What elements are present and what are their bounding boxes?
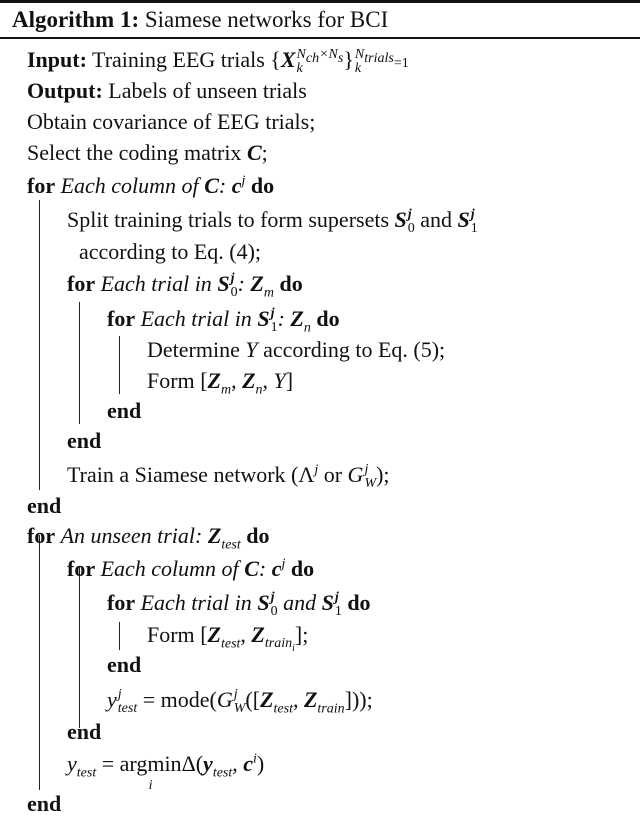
end-middle-loop-2: end: [67, 719, 102, 744]
do-keyword: do: [316, 306, 340, 331]
step-text: Split training trials to form supersets: [67, 207, 390, 232]
or-text: or: [323, 462, 343, 487]
step-text: Form: [147, 622, 195, 647]
step-text: Determine: [147, 337, 240, 362]
algorithm-title: Siamese networks for BCI: [144, 7, 389, 32]
do-keyword: do: [290, 556, 315, 581]
input-text: Training EEG trials: [92, 47, 265, 72]
step-text: Form: [147, 368, 195, 393]
loop-condition: Each trial in: [100, 271, 212, 296]
semicolon: ;: [261, 140, 268, 165]
algorithm-label: Algorithm 1:: [12, 7, 140, 32]
step-text: Train a Siamese network (: [67, 462, 299, 487]
loop-condition: An unseen trial:: [60, 523, 203, 548]
step-form-test-pair: Form [Ztest, Ztraini];: [147, 621, 309, 655]
for-each-column-line-2: for Each column of C: cj do: [67, 556, 315, 581]
end-outer-loop-2: end: [27, 791, 62, 816]
lambda-j: Λj: [298, 462, 319, 487]
column-var: : cj: [218, 173, 246, 198]
loop-condition: Each column of: [60, 173, 199, 198]
for-each-column-line: for Each column of C: cj do: [27, 172, 274, 200]
do-keyword: do: [347, 590, 371, 615]
step-split-trials-cont: according to Eq. (4);: [79, 239, 262, 264]
step-text: );: [376, 462, 390, 487]
and-text: and: [283, 590, 317, 615]
block-bar-level3-a: [119, 336, 121, 394]
step-split-trials: Split training trials to form supersets …: [67, 206, 478, 236]
block-bar-level2-b: [79, 566, 81, 728]
for-keyword: for: [107, 306, 136, 331]
output-line: Output: Labels of unseen trials: [27, 77, 307, 105]
step-form-pair: Form [Zm, Zn, Y]: [147, 367, 294, 398]
for-unseen-trial-line: for An unseen trial: Ztest do: [27, 522, 270, 553]
step-determine-y: Determine Y according to Eq. (5);: [147, 336, 445, 364]
pair-math: [Zm, Zn, Y]: [200, 368, 294, 398]
for-keyword: for: [107, 590, 136, 615]
end-outer-loop: end: [27, 493, 62, 518]
for-keyword: for: [67, 556, 96, 581]
input-keyword: Input:: [27, 47, 87, 72]
matrix-c: C: [246, 140, 262, 165]
end-inner-loop-2: end: [107, 652, 142, 677]
block-bar-level1-b: [39, 535, 41, 790]
loop-condition: Each trial in: [140, 590, 252, 615]
and-text: and: [420, 207, 453, 232]
test-pair-math: [Ztest, Ztraini];: [200, 622, 309, 655]
step-text: Select the coding matrix: [27, 140, 242, 165]
for-keyword: for: [27, 173, 56, 198]
step-obtain-covariance: Obtain covariance of EEG trials;: [27, 109, 316, 134]
end-inner-loop: end: [107, 398, 142, 423]
algorithm-caption: Algorithm 1: Siamese networks for BCI: [12, 3, 388, 37]
block-bar-level2-a: [79, 302, 81, 424]
output-keyword: Output:: [27, 78, 103, 103]
do-keyword: do: [279, 271, 303, 296]
output-text: Labels of unseen trials: [108, 78, 307, 103]
matrix-c: C: [204, 173, 219, 198]
matrix-c: C: [244, 556, 259, 581]
for-keyword: for: [67, 271, 96, 296]
loop-condition: Each trial in: [140, 306, 252, 331]
loop-condition: Each column of: [100, 556, 239, 581]
do-keyword: do: [246, 523, 270, 548]
var-y: Y: [245, 337, 258, 362]
block-bar-level1-a: [39, 200, 41, 490]
step-text: according to Eq. (5);: [263, 337, 446, 362]
z-test: Ztest: [207, 523, 241, 553]
end-middle-loop: end: [67, 428, 102, 453]
for-keyword: for: [27, 523, 56, 548]
block-bar-level3-b: [119, 622, 121, 650]
do-keyword: do: [250, 173, 275, 198]
step-select-coding-matrix: Select the coding matrix C;: [27, 139, 268, 167]
top-rule: [0, 0, 640, 3]
caption-rule: [0, 37, 640, 39]
